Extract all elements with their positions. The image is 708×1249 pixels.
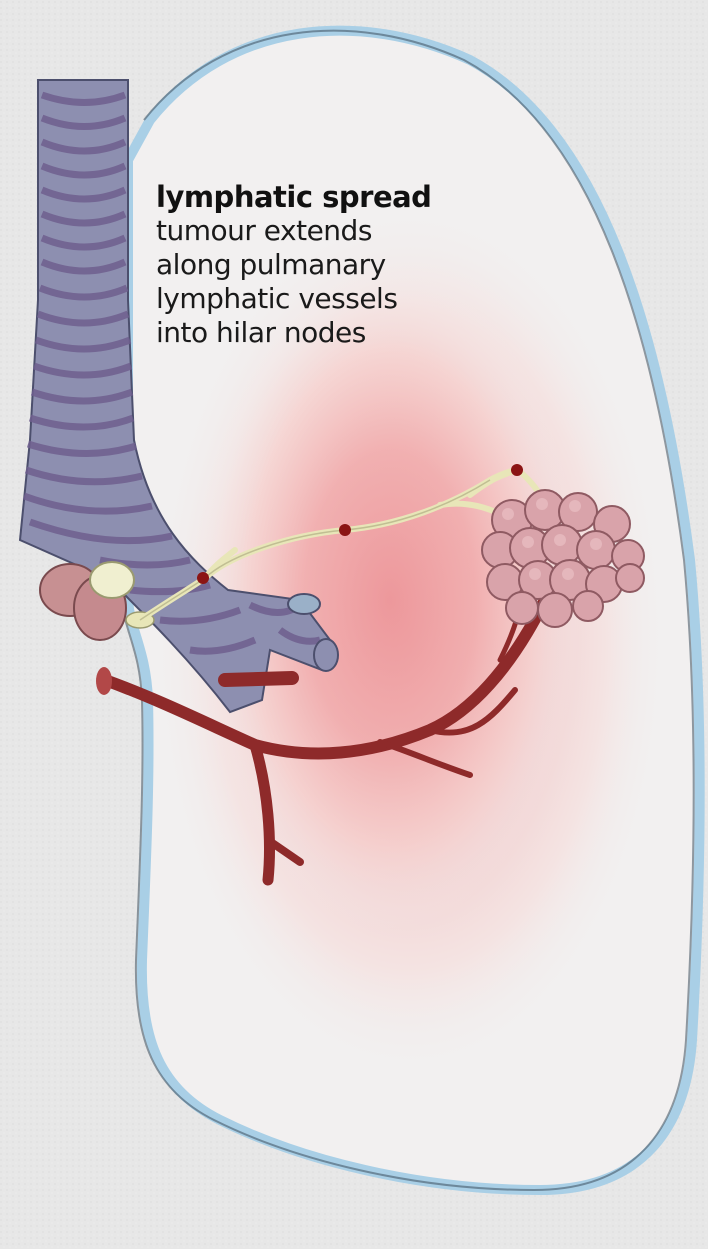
caption-line: lymphatic vessels — [156, 282, 496, 316]
caption-title: lymphatic spread — [156, 180, 496, 214]
caption-line: along pulmanary — [156, 248, 496, 282]
caption-line: into hilar nodes — [156, 316, 496, 350]
caption: lymphatic spread tumour extends along pu… — [156, 180, 496, 350]
caption-line: tumour extends — [156, 214, 496, 248]
